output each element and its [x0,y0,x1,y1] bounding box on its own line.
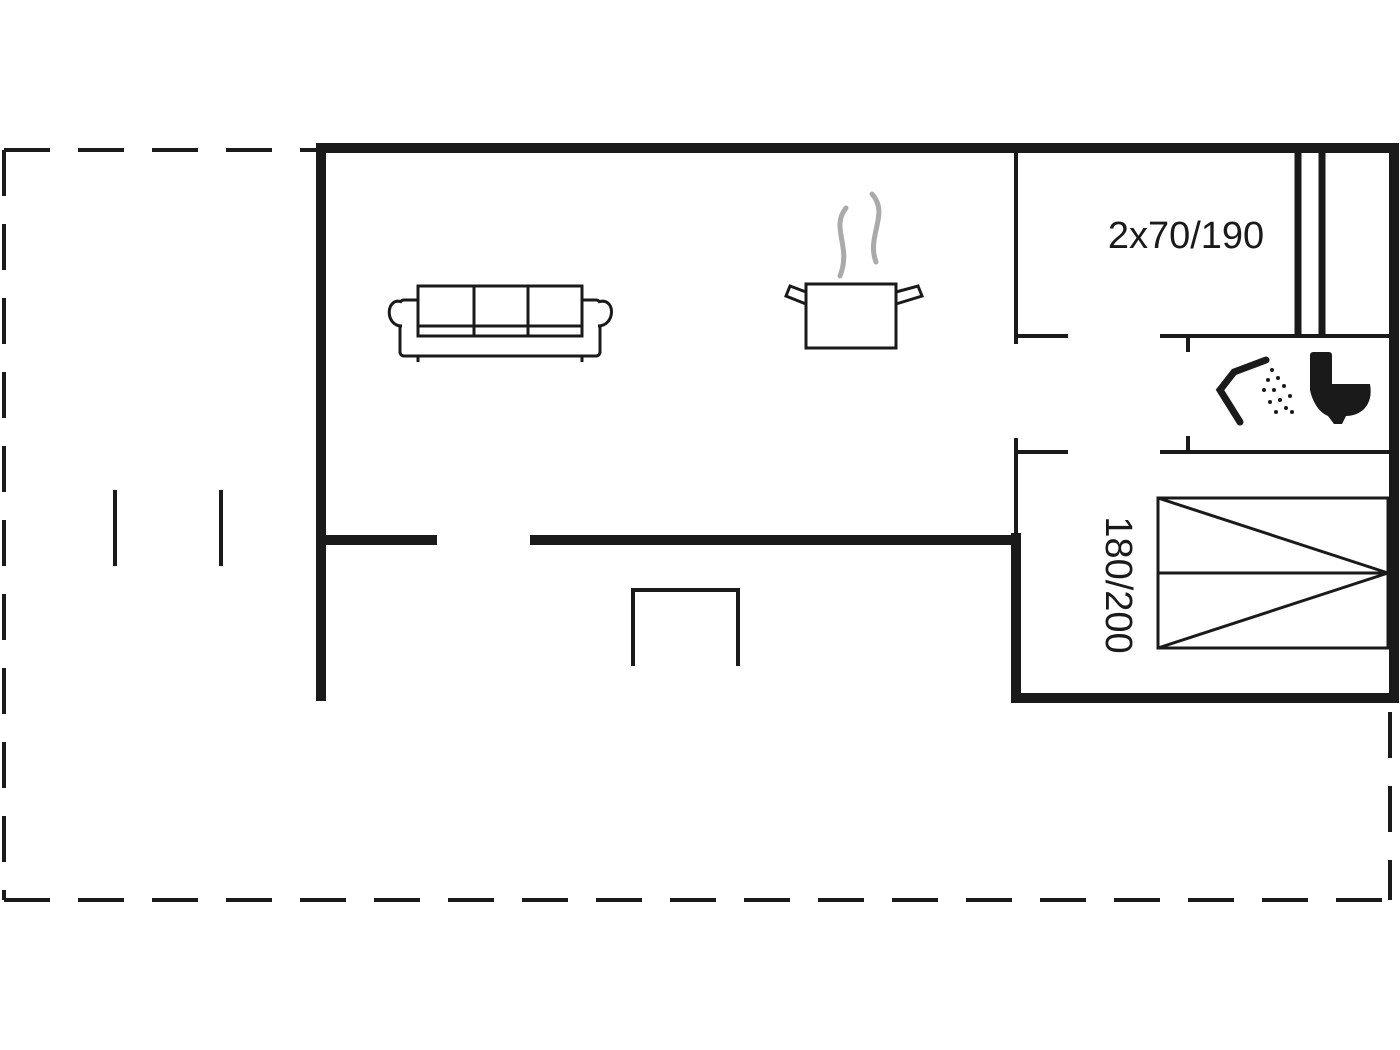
interior-partitions [1014,150,1394,538]
sofa-icon [387,284,613,362]
wardrobe [1294,152,1326,334]
doorway-icon [631,588,740,666]
exterior-walls [316,143,1399,703]
bed-size-label-bedroom-2: 180/200 [1097,516,1139,653]
terrace-marks [113,490,223,566]
toilet-icon [1310,352,1371,424]
double-bed [1156,496,1390,650]
shower-icon [1215,356,1294,426]
cooking-pot-icon [784,191,924,350]
bed-size-label-bedroom-1: 2x70/190 [1108,215,1264,257]
terrace-outline [2,148,1392,902]
